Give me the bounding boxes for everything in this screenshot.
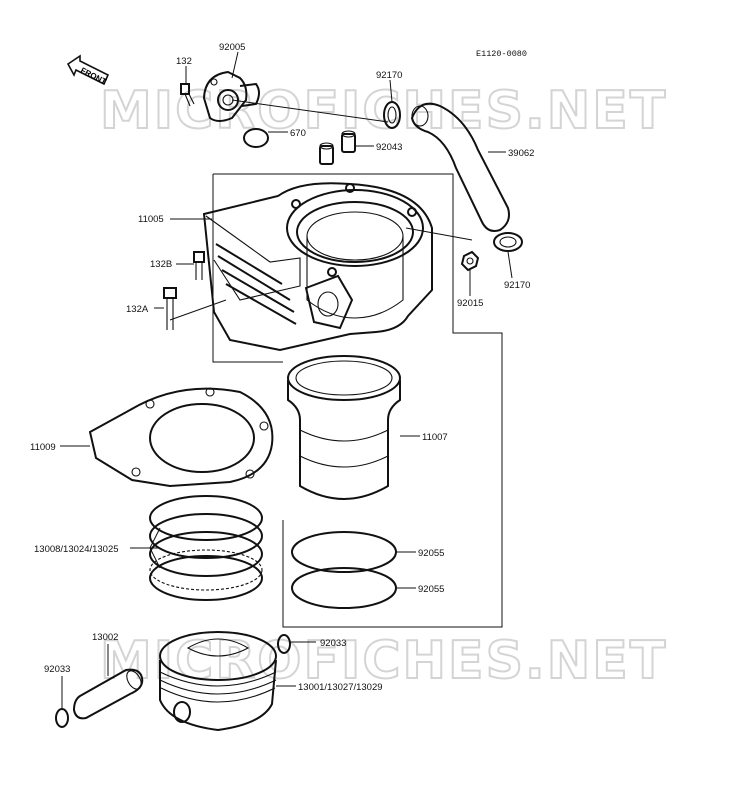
label-92170-right: 92170 bbox=[504, 280, 530, 291]
snap-ring-left bbox=[55, 708, 69, 728]
bolt-132a bbox=[163, 287, 177, 330]
piston-ring-set bbox=[149, 495, 263, 601]
piston bbox=[159, 631, 277, 732]
label-11007: 11007 bbox=[422, 432, 448, 443]
gasket-92055-a bbox=[291, 531, 397, 573]
label-92055-b: 92055 bbox=[418, 584, 444, 595]
snap-ring-right bbox=[277, 634, 291, 654]
label-670: 670 bbox=[290, 128, 306, 139]
label-92033-left: 92033 bbox=[44, 664, 70, 675]
hose-clamp-right bbox=[493, 232, 523, 252]
leader-lines bbox=[60, 51, 513, 710]
label-92005: 92005 bbox=[219, 42, 245, 53]
label-92043: 92043 bbox=[376, 142, 402, 153]
watermark-bottom: MICROFICHES.NET bbox=[100, 631, 667, 691]
alignment-line bbox=[231, 99, 389, 123]
front-arrow-icon: FRONT bbox=[66, 54, 110, 86]
bolt-132b bbox=[193, 251, 205, 280]
label-11005: 11005 bbox=[138, 214, 164, 225]
label-92170-top: 92170 bbox=[376, 70, 402, 81]
label-92055-a: 92055 bbox=[418, 548, 444, 559]
bolt-132 bbox=[180, 83, 195, 107]
label-11009: 11009 bbox=[30, 442, 56, 453]
label-132b: 132B bbox=[150, 259, 172, 270]
label-132: 132 bbox=[176, 56, 192, 67]
water-hose bbox=[410, 102, 510, 232]
cylinder-sleeve bbox=[287, 355, 401, 500]
dowel-pins bbox=[319, 130, 356, 165]
gasket-92055-b bbox=[291, 567, 397, 609]
watermark-top: MICROFICHES.NET bbox=[100, 81, 667, 141]
label-13001: 13001/13027/13029 bbox=[298, 682, 383, 693]
label-13002: 13002 bbox=[92, 632, 118, 643]
nut-92015 bbox=[460, 250, 480, 272]
label-13008: 13008/13024/13025 bbox=[34, 544, 119, 555]
cylinder-block bbox=[202, 182, 433, 352]
o-ring-670 bbox=[243, 128, 269, 148]
label-132a: 132A bbox=[126, 304, 149, 315]
label-92015: 92015 bbox=[457, 298, 483, 309]
piston-pin bbox=[72, 668, 144, 720]
label-92033-right: 92033 bbox=[320, 638, 346, 649]
cylinder-group-bracket bbox=[212, 173, 503, 628]
diagram-code: E1120-0080 bbox=[476, 49, 527, 59]
head-gasket bbox=[88, 387, 274, 488]
label-39062: 39062 bbox=[508, 148, 534, 159]
